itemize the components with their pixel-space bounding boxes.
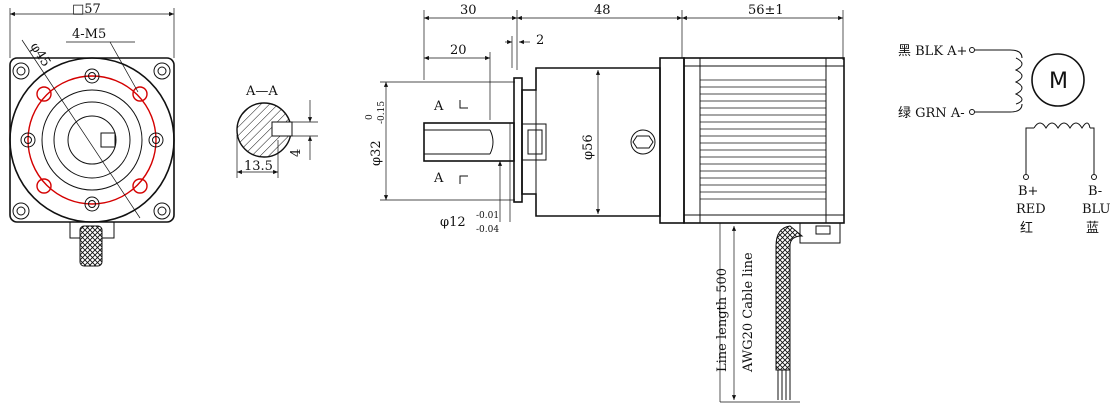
dim-48: 48 <box>594 3 611 18</box>
front-flange <box>513 77 523 203</box>
motor-letter: M <box>1049 69 1068 94</box>
svg-text:-0.01: -0.01 <box>476 211 499 221</box>
section-view: A—A 13.5 4 <box>236 84 318 178</box>
front-view: □57 φ45 <box>9 2 175 267</box>
dim-2: 2 <box>536 33 544 48</box>
dim-20: 20 <box>450 43 467 58</box>
motor-body <box>683 57 845 224</box>
output-shaft <box>423 122 515 162</box>
square-size-label: □57 <box>72 2 101 17</box>
coil-b <box>1033 122 1091 129</box>
section-marks: A A <box>433 99 468 186</box>
dim-56-1: 56±1 <box>748 3 784 18</box>
cable-type-label: AWG20 Cable line <box>741 252 756 373</box>
front-cable <box>79 225 103 267</box>
pcd-holes <box>20 68 164 212</box>
coil-a <box>1014 57 1023 105</box>
pcd-circle <box>27 75 157 205</box>
side-view: 30 48 56±1 20 2 φ32 0 -0.15 A A <box>365 3 845 403</box>
dim-30: 30 <box>460 3 477 18</box>
corner-holes <box>12 62 171 220</box>
gearbox-diameter-label: φ56 <box>581 134 596 160</box>
pcd-diameter-label: φ45 <box>27 40 54 70</box>
svg-text:B-: B- <box>1088 184 1102 199</box>
motor-symbol <box>1031 53 1085 107</box>
svg-text:红: 红 <box>1020 220 1033 236</box>
section-title: A—A <box>245 84 278 99</box>
svg-text:A: A <box>433 99 444 114</box>
key-width-label: 4 <box>289 149 304 157</box>
motor-cable <box>775 225 804 371</box>
hole-spec-label: 4-M5 <box>72 27 106 42</box>
a-minus-label: 绿 GRN A- <box>898 106 965 121</box>
side-screw <box>630 129 656 155</box>
cable-length-label: Line length 500 <box>715 268 730 372</box>
shaft-diameter-label: φ12 <box>440 215 466 230</box>
flat-width-label: 13.5 <box>244 159 273 174</box>
svg-text:B+: B+ <box>1018 184 1038 199</box>
motor-fins <box>700 79 826 200</box>
key-slot <box>271 121 293 137</box>
a-plus-label: 黑 BLK A+ <box>898 44 967 59</box>
svg-text:-0.04: -0.04 <box>476 225 499 235</box>
svg-text:RED: RED <box>1016 202 1046 217</box>
svg-text:A: A <box>433 171 444 186</box>
svg-text:-0.15: -0.15 <box>377 101 387 124</box>
motor-front-cap <box>659 57 685 224</box>
wiring-diagram: 黑 BLK A+ 绿 GRN A- M B+ B- RED BLU 红 蓝 <box>898 44 1110 236</box>
svg-text:蓝: 蓝 <box>1086 221 1099 236</box>
cable-exit-box <box>799 222 841 244</box>
pilot-diameter-label: φ32 <box>369 140 384 166</box>
svg-text:BLU: BLU <box>1082 202 1110 217</box>
svg-text:0: 0 <box>365 114 375 120</box>
